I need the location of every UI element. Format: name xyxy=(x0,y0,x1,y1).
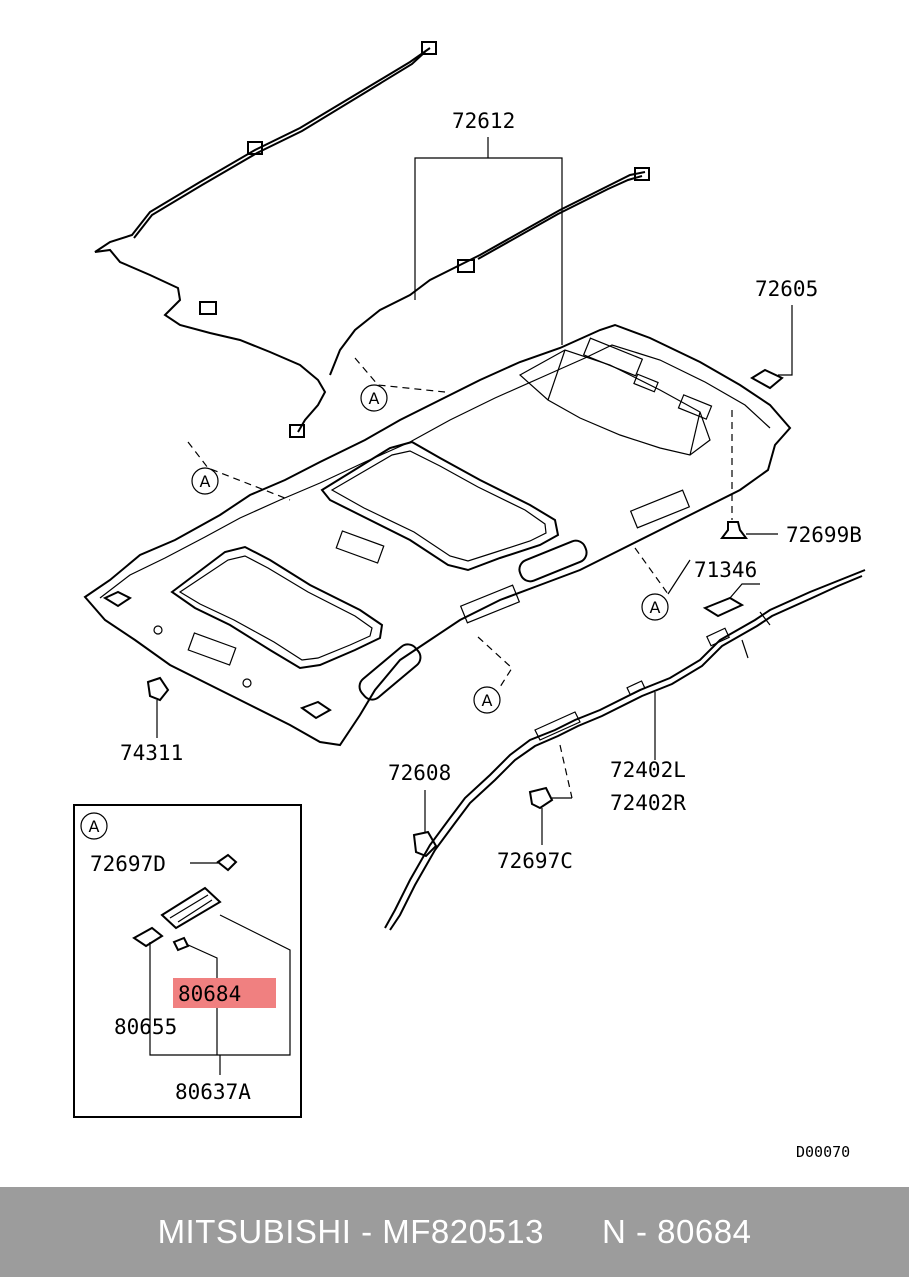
clip-72608 xyxy=(412,790,438,858)
label-71346: 71346 xyxy=(694,558,757,582)
label-72697C: 72697C xyxy=(497,849,573,873)
detail-a-callouts: A A A A xyxy=(187,357,691,714)
label-74311: 74311 xyxy=(120,741,183,765)
label-72402L: 72402L xyxy=(610,758,686,782)
label-80637A: 80637A xyxy=(175,1080,251,1104)
side-airbag xyxy=(384,569,866,931)
clip-72605 xyxy=(750,305,793,390)
svg-text:A: A xyxy=(89,817,100,836)
label-80655: 80655 xyxy=(114,1015,177,1039)
label-72608: 72608 xyxy=(388,761,451,785)
fastener-72699B xyxy=(720,410,778,539)
detail-a-box: A xyxy=(73,804,302,1118)
drawing-code: D00070 xyxy=(796,1143,850,1161)
svg-text:A: A xyxy=(200,472,211,491)
parts-diagram: 72612 xyxy=(73,41,866,1161)
highlight-80684 xyxy=(173,978,276,1008)
label-72612: 72612 xyxy=(452,109,515,133)
svg-text:A: A xyxy=(369,389,380,408)
clip-74311 xyxy=(146,676,170,738)
svg-text:A: A xyxy=(482,691,493,710)
svg-text:A: A xyxy=(650,598,661,617)
label-72402R: 72402R xyxy=(610,791,686,815)
label-72605: 72605 xyxy=(755,277,818,301)
label-72699B: 72699B xyxy=(786,523,862,547)
footer-bar: MITSUBISHI - MF820513 N - 80684 xyxy=(0,1187,909,1277)
headlining-panel xyxy=(83,323,792,747)
label-72697D: 72697D xyxy=(90,852,166,876)
wiring-harness xyxy=(94,41,650,438)
bolt-72697C xyxy=(528,744,573,845)
label-80684: 80684 xyxy=(178,982,241,1006)
footer-part-info: MITSUBISHI - MF820513 N - 80684 xyxy=(157,1213,752,1250)
pad-71346 xyxy=(702,583,760,618)
